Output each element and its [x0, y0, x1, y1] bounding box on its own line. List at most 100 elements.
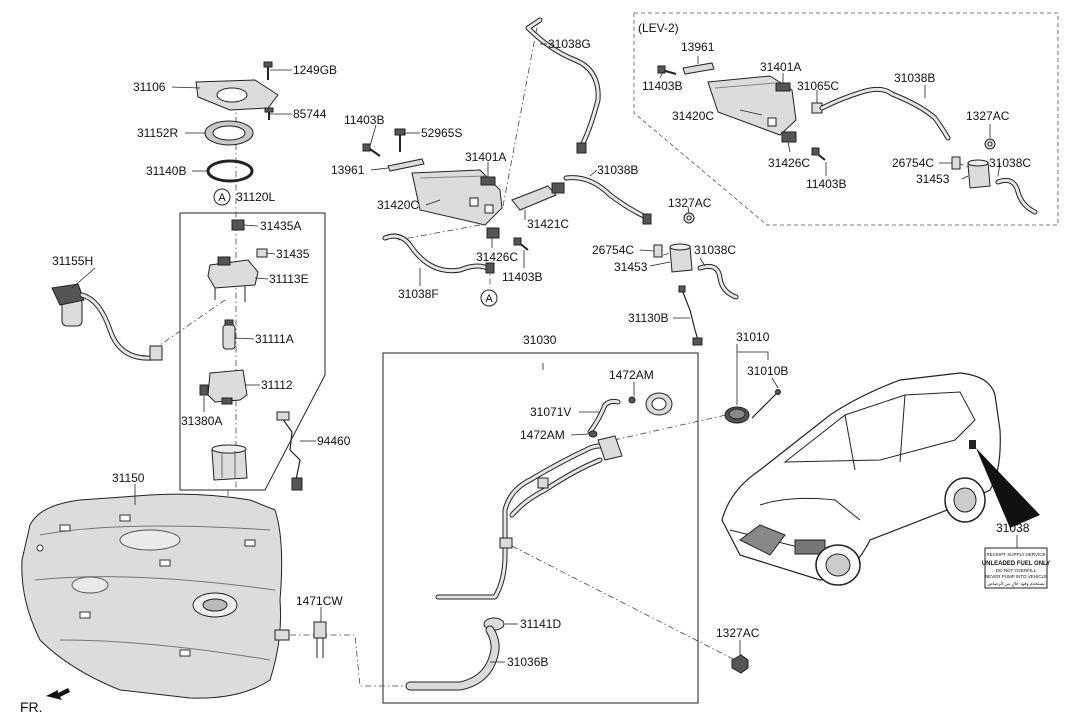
- callout-31111A: 31111A: [255, 332, 294, 346]
- sticker-line-2: UNLEADED FUEL ONLY: [982, 561, 1050, 567]
- hose-31038C-b: [995, 177, 1038, 215]
- hose-31071V: [587, 398, 621, 435]
- filler-neck-box: [382, 352, 699, 704]
- strainer-sleeve: [211, 444, 248, 481]
- nut-1327AC-a: [683, 212, 695, 224]
- bracket-26754C-b: [951, 156, 961, 170]
- callout-13961-b: 13961: [681, 40, 715, 54]
- tether-31010B: [751, 389, 781, 419]
- sender-unit-94460: [276, 411, 303, 491]
- callout-31155H: 31155H: [52, 254, 93, 268]
- bracket-26754C-a: [653, 244, 663, 258]
- bolt-1249GB: [263, 61, 273, 80]
- callout-52965S: 52965S: [421, 126, 462, 140]
- sticker-line-3: DO NOT OVERFILL: [996, 568, 1037, 573]
- callout-31141D: 31141D: [520, 617, 561, 631]
- callout-31038C-b: 31038C: [989, 156, 1031, 170]
- callout-31380A: 31380A: [181, 414, 222, 428]
- callout-31038F: 31038F: [398, 287, 439, 301]
- callout-31401A-a: 31401A: [465, 150, 506, 164]
- callout-31420C-b: 31420C: [672, 109, 714, 123]
- callout-31010: 31010: [736, 330, 770, 344]
- callout-11403B-d: 11403B: [806, 177, 846, 191]
- filler-neck-pipe: [435, 435, 623, 600]
- canister-31420C-a: [411, 169, 503, 226]
- fuel-tank: [21, 493, 290, 699]
- sticker-line-5: يستخدم وقود خالٍ من الرصاص: [987, 581, 1045, 588]
- callout-31421C: 31421C: [527, 217, 569, 231]
- fuel-sticker-31038: RECEIPT SUPPLY SERVICE UNLEADED FUEL ONL…: [982, 547, 1050, 589]
- front-label: FR.: [20, 699, 43, 715]
- callout-31150: 31150: [112, 471, 145, 485]
- bracket-31426C-b: [781, 131, 797, 143]
- front-arrow-icon: [46, 688, 70, 700]
- callout-85744: 85744: [293, 107, 327, 121]
- callout-31038B-a: 31038B: [597, 163, 638, 177]
- clip-31435A: [231, 219, 245, 231]
- callout-31036B: 31036B: [507, 655, 548, 669]
- vehicle-illustration: [721, 372, 1040, 586]
- filler-cap-ring: [645, 392, 673, 416]
- pad-31401A-a: [480, 176, 496, 186]
- sticker-line-1: RECEIPT SUPPLY SERVICE: [987, 552, 1046, 557]
- pump-module-box: [179, 212, 326, 491]
- bolt-52965S: [394, 128, 406, 152]
- marker-a-2: A: [480, 289, 498, 307]
- bolt-85744: [264, 107, 274, 120]
- valve-31421C: [511, 182, 565, 211]
- callout-31038B-b: 31038B: [894, 71, 935, 85]
- bracket-13961-a: [387, 158, 425, 172]
- bolt-11403B-b: [513, 237, 529, 251]
- lock-ring-31152R: [204, 120, 254, 146]
- fitting-31435: [256, 248, 268, 258]
- callout-labels: 31106 1249GB 85744 31152R 31140B 31120L …: [52, 37, 1031, 669]
- callout-31426C-a: 31426C: [476, 250, 518, 264]
- callout-31030: 31030: [523, 333, 557, 347]
- canister-31155H: [51, 283, 163, 361]
- callout-31453-a: 31453: [614, 260, 648, 274]
- bracket-13961-b: [682, 62, 715, 75]
- callout-31453-b: 31453: [916, 172, 950, 186]
- callout-1327AC-b: 1327AC: [966, 109, 1010, 123]
- hose-31038B-a: [563, 175, 652, 225]
- svg-text:A: A: [218, 192, 226, 204]
- sensor-31130B: [678, 285, 703, 346]
- callout-31435A: 31435A: [260, 219, 301, 233]
- callout-31038G: 31038G: [548, 37, 591, 51]
- callout-31435: 31435: [276, 247, 310, 261]
- front-direction-indicator: FR.: [20, 688, 70, 715]
- pump-reservoir-31112: [207, 369, 248, 405]
- callout-1327AC-c: 1327AC: [716, 626, 760, 640]
- callout-31112: 31112: [261, 378, 293, 392]
- callout-31130B: 31130B: [628, 311, 668, 325]
- gasket-31140B: [206, 159, 254, 183]
- callout-31401A-b: 31401A: [760, 60, 801, 74]
- hose-31038C-a: [697, 263, 739, 300]
- lev2-region-border: [633, 12, 1059, 226]
- callout-31420C-a: 31420C: [377, 198, 419, 212]
- hose-31038B-b: [819, 86, 951, 141]
- clamp-1472AM-b: [588, 430, 598, 438]
- callout-31071V: 31071V: [530, 405, 571, 419]
- callout-13961-a: 13961: [331, 163, 365, 177]
- filter-31380A: [199, 384, 209, 396]
- bolt-11403B-a: [362, 143, 381, 157]
- nut-1327AC-c: [731, 654, 749, 674]
- callout-11403B-c: 11403B: [642, 79, 682, 93]
- pump-flange-31113E: [207, 256, 259, 302]
- connector-1471CW: [313, 621, 327, 658]
- bolt-11403B-d: [811, 147, 826, 161]
- callout-1249GB: 1249GB: [293, 63, 337, 77]
- callout-31426C-b: 31426C: [768, 156, 810, 170]
- callout-31038C-a: 31038C: [694, 243, 736, 257]
- svg-text:A: A: [485, 293, 493, 305]
- callout-1472AM-b: 1472AM: [520, 428, 565, 442]
- pump-motor-31111A: [222, 319, 236, 350]
- callout-31106: 31106: [133, 80, 166, 94]
- callout-1327AC-a: 1327AC: [668, 196, 712, 210]
- lev2-label: (LEV-2): [638, 21, 679, 35]
- callout-26754C-a: 26754C: [592, 243, 634, 257]
- leader-lines: [71, 43, 1018, 663]
- hose-31038F: [382, 233, 495, 274]
